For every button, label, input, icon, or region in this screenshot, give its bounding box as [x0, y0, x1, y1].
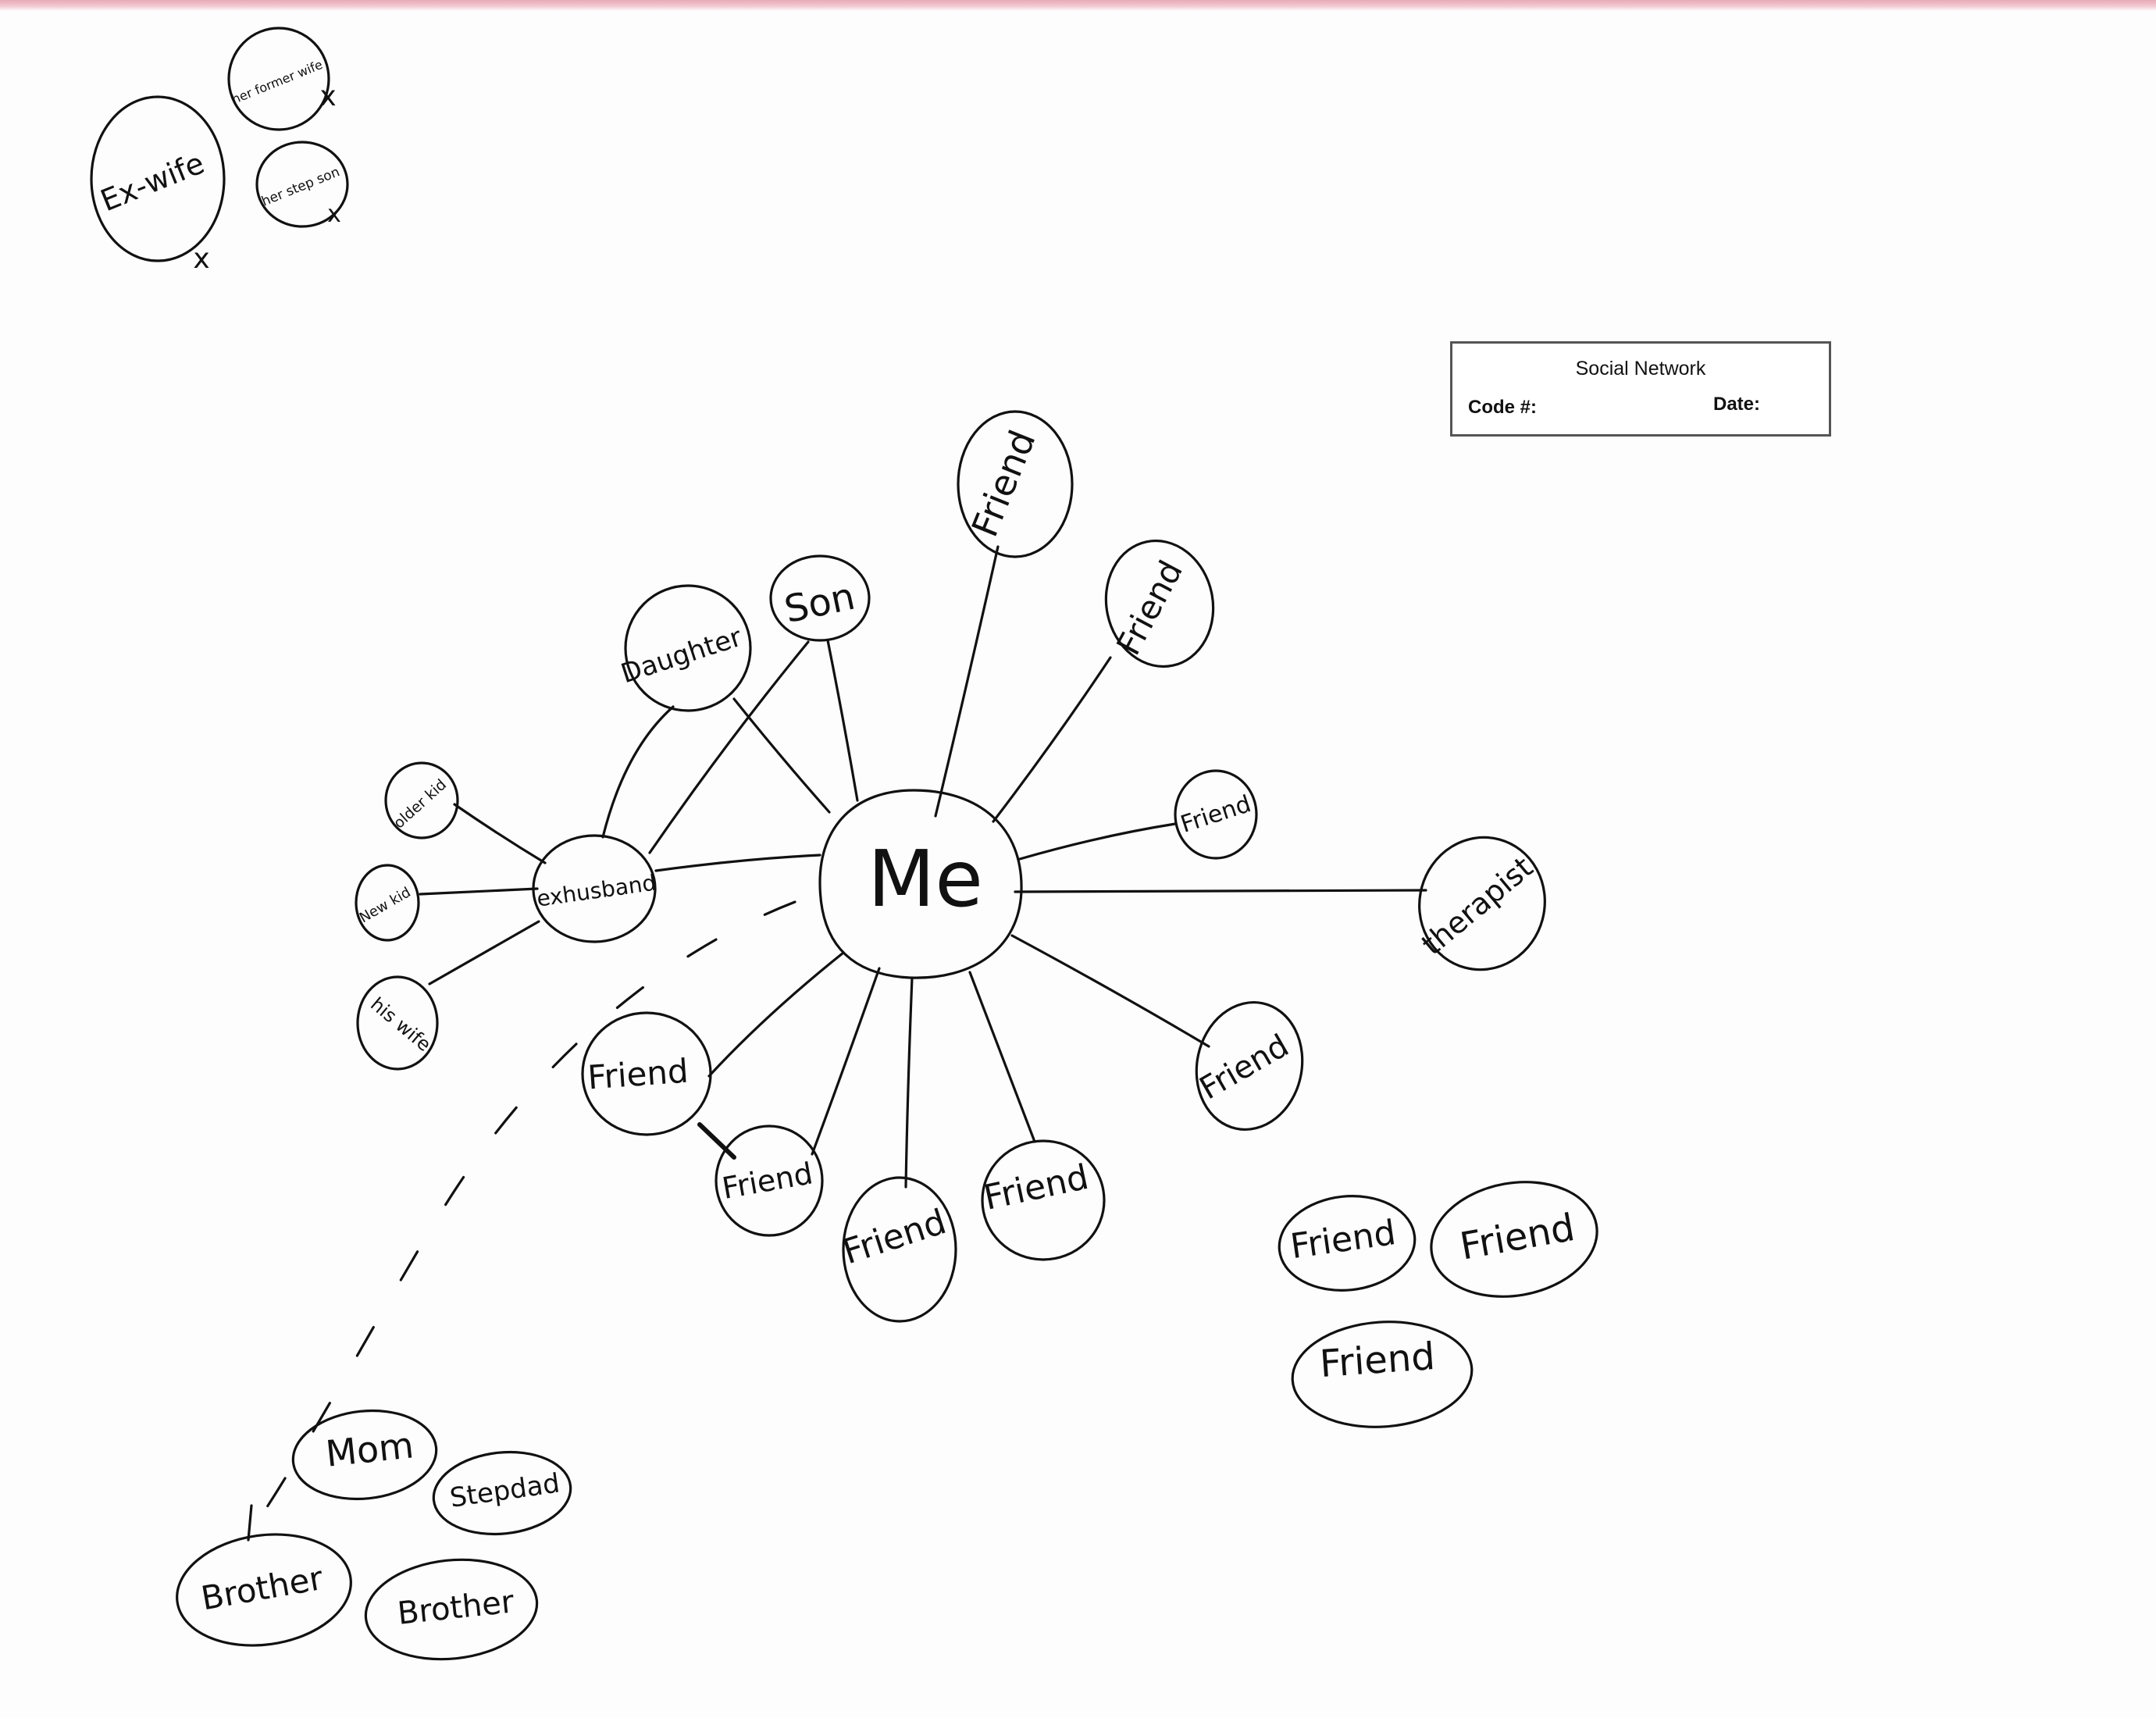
link-exhusband-son: [648, 640, 810, 854]
brother-1-label: Brother: [198, 1559, 326, 1618]
link-me-exhusband: [654, 854, 821, 872]
link-me-friend-bottom-right: [968, 971, 1036, 1143]
friend-top-node: [957, 410, 1074, 558]
code-number-label: Code #:: [1468, 397, 1538, 418]
her-former-wife-node: [227, 27, 330, 131]
older-kid-label: older kid: [390, 776, 450, 832]
group-friend-3-label: Friend: [1318, 1335, 1436, 1386]
friend-bottom-right-node: [981, 1139, 1106, 1261]
group-friend-2-label: Friend: [1457, 1206, 1578, 1269]
his-wife-node: [356, 975, 439, 1071]
link-me-daughter: [732, 697, 831, 814]
exhusband-node: [532, 834, 657, 943]
dashed-trail: [250, 900, 796, 1532]
new-kid-label: New kid: [357, 884, 414, 926]
friend-right-small-label: Friend: [1178, 790, 1255, 839]
link-me-friend-right-small: [1018, 822, 1177, 861]
older-kid-node: [384, 761, 459, 839]
link-me-therapist: [1014, 889, 1427, 893]
form-box-title: Social Network: [1575, 358, 1706, 380]
her-step-son-node: [255, 141, 349, 228]
friend-top-label: Friend: [964, 424, 1044, 542]
link-trail-brother: [247, 1504, 253, 1542]
group-friend-2-node: [1430, 1181, 1598, 1298]
brother-1-node: [176, 1533, 352, 1647]
brother-2-label: Brother: [396, 1584, 516, 1631]
daughter-node: [624, 584, 752, 712]
social-network-form-box: Social Network Code #: Date:: [1450, 341, 1831, 437]
link-me-friend-bottom: [904, 976, 914, 1189]
group-friend-3-node: [1291, 1321, 1474, 1428]
date-label: Date:: [1713, 394, 1761, 415]
link-me-son: [826, 639, 859, 802]
her-former-wife-label: her former wife: [230, 57, 325, 107]
son-label: Son: [781, 575, 859, 633]
cross-mark-her-step-son: x: [327, 201, 341, 228]
friend-lower-right-label: Friend: [1194, 1028, 1295, 1107]
stepdad-node: [432, 1450, 572, 1536]
link-exhusband-daughter: [601, 705, 675, 839]
group-friend-1-node: [1278, 1195, 1417, 1292]
friend-left-node: [581, 1011, 712, 1136]
link-me-friend-top: [934, 545, 1000, 818]
link-me-friend-upper-right: [992, 656, 1112, 823]
therapist-label: therapist: [1415, 850, 1539, 961]
mom-node: [291, 1409, 438, 1501]
group-friend-1-label: Friend: [1288, 1213, 1398, 1267]
link-exhusband-new-kid: [419, 887, 539, 896]
ex-wife-label: Ex-wife: [96, 146, 209, 219]
me-node: [818, 789, 1023, 979]
cross-mark-ex-wife: x: [193, 243, 209, 275]
son-node: [769, 554, 871, 642]
friend-bottom-node: [842, 1176, 957, 1323]
link-me-friend-bottom-left: [811, 967, 881, 1156]
link-me-friend-lower-right: [1010, 934, 1210, 1048]
friend-lower-right-node: [1195, 1000, 1304, 1132]
paper-edge: [0, 0, 2156, 11]
daughter-label: Daughter: [617, 622, 745, 690]
link-exhusband-his-wife: [428, 920, 540, 986]
brother-2-node: [364, 1558, 539, 1661]
friend-upper-right-label: Friend: [1109, 554, 1190, 661]
his-wife-label: his wife: [366, 993, 435, 1056]
exhusband-label: exhusband: [535, 870, 657, 912]
friend-bottom-left-label: Friend: [719, 1156, 815, 1206]
new-kid-node: [355, 864, 420, 942]
friend-right-small-node: [1174, 769, 1258, 860]
friend-left-label: Friend: [586, 1052, 690, 1097]
link-me-friend-left: [707, 951, 845, 1078]
cross-mark-her-former-wife: x: [319, 80, 336, 112]
friend-bottom-left-node: [715, 1125, 824, 1237]
mom-label: Mom: [323, 1424, 415, 1474]
therapist-node: [1418, 836, 1546, 971]
friend-bottom-label: Friend: [838, 1202, 950, 1272]
friend-upper-right-node: [1104, 539, 1215, 668]
me-label: Me: [868, 833, 983, 925]
friend-bottom-right-label: Friend: [981, 1157, 1092, 1218]
ex-wife-node: [90, 95, 226, 262]
link-exhusband-older-kid: [453, 803, 547, 864]
link-friend-left-friend-bottom-left: [697, 1122, 736, 1160]
stepdad-label: Stepdad: [448, 1467, 562, 1513]
